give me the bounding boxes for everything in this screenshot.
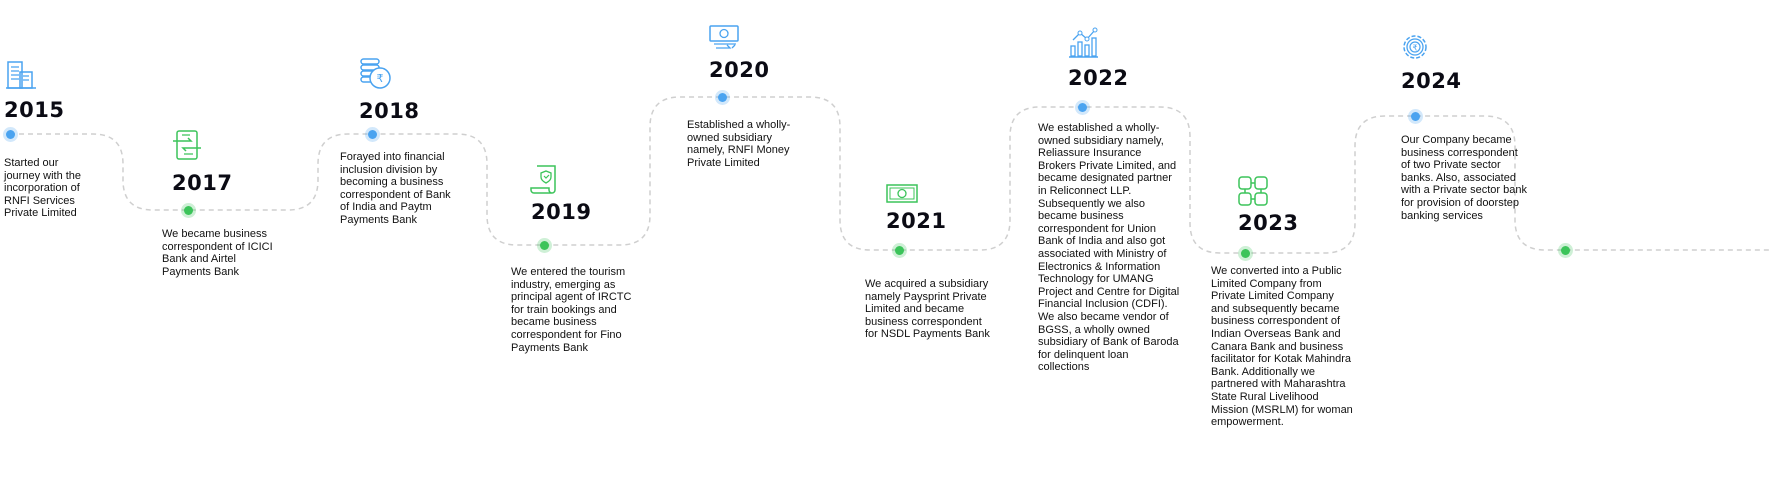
timeline-node xyxy=(539,240,549,250)
rupee-coins-icon: ₹ xyxy=(360,58,391,89)
milestone-description: We acquired a subsidiary namely Paysprin… xyxy=(865,278,990,341)
milestone-year: 2022 xyxy=(1068,66,1129,90)
document-transfer-icon xyxy=(173,130,201,160)
money-transfer-icon xyxy=(709,25,739,49)
milestone-description: Started our journey with the incorporati… xyxy=(4,157,82,220)
milestone-description: We entered the tourism industry, emergin… xyxy=(511,266,632,354)
milestone-year: 2023 xyxy=(1238,211,1299,235)
timeline-node xyxy=(183,205,193,215)
building-icon xyxy=(6,61,36,89)
timeline-node xyxy=(1560,245,1570,255)
timeline-node xyxy=(5,129,15,139)
milestone-description: We became business correspondent of ICIC… xyxy=(162,228,273,278)
milestone-description: Established a wholly-owned subsidiary na… xyxy=(687,119,791,169)
timeline-node xyxy=(1240,248,1250,258)
timeline-node xyxy=(367,129,377,139)
timeline-node xyxy=(1077,102,1087,112)
banknote-icon xyxy=(886,184,918,203)
milestone-description: We converted into a Public Limited Compa… xyxy=(1211,265,1353,429)
milestone-year: 2017 xyxy=(172,171,233,195)
timeline-node xyxy=(1410,111,1420,121)
timeline-node xyxy=(894,245,904,255)
milestone-year: 2015 xyxy=(4,98,65,122)
milestone-year: 2024 xyxy=(1401,69,1462,93)
milestone-year: 2020 xyxy=(709,58,770,82)
certificate-scroll-icon xyxy=(530,165,556,194)
rupee-gear-icon: ₹ xyxy=(1403,35,1427,59)
milestone-year: 2021 xyxy=(886,209,947,233)
milestone-description: Forayed into financial inclusion divisio… xyxy=(340,151,451,226)
milestone-description: Our Company became business corresponden… xyxy=(1401,134,1527,222)
milestone-description: We established a wholly-owned subsidiary… xyxy=(1038,122,1180,374)
svg-text:₹: ₹ xyxy=(1412,44,1417,53)
timeline-node xyxy=(717,92,727,102)
growth-chart-icon xyxy=(1069,27,1098,58)
milestone-year: 2019 xyxy=(531,200,592,224)
joined-hands-icon xyxy=(1238,176,1268,206)
milestone-year: 2018 xyxy=(359,99,420,123)
svg-text:₹: ₹ xyxy=(377,73,384,85)
